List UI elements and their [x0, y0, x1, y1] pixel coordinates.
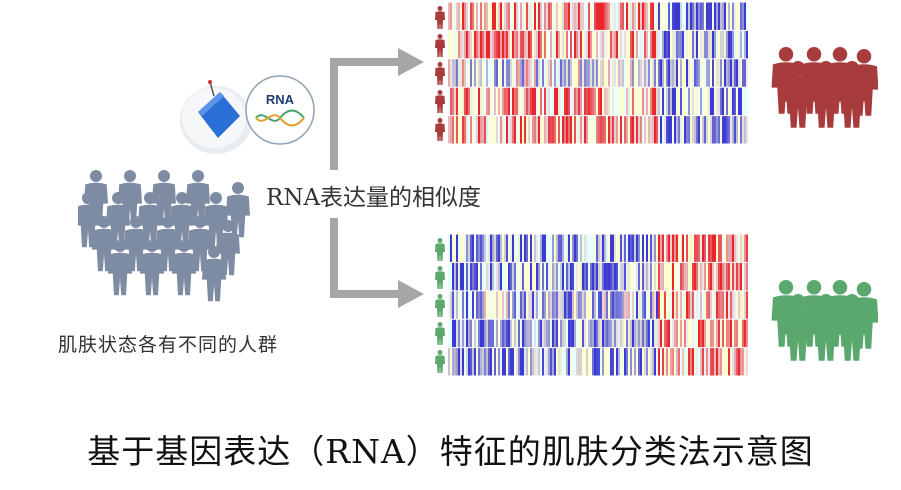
person-icon	[435, 34, 445, 57]
person-icon	[811, 294, 841, 361]
person-icon	[837, 61, 867, 128]
person-icon	[108, 240, 132, 296]
person-icon	[435, 90, 445, 113]
people-crowd-icon	[78, 170, 250, 302]
person-icon	[837, 294, 867, 361]
person-icon	[435, 238, 445, 261]
people-group-icon	[771, 47, 878, 128]
person-icon	[435, 350, 445, 373]
heatmap-bottom	[448, 234, 748, 376]
person-icon	[783, 61, 813, 128]
person-icon	[202, 246, 226, 302]
person-icon	[811, 61, 841, 128]
person-icon	[435, 62, 445, 85]
dna-helix-icon: RNA	[245, 75, 315, 145]
person-icon	[783, 294, 813, 361]
person-icons-bottom	[435, 238, 445, 373]
person-icon	[140, 240, 164, 296]
heatmap-top	[448, 2, 748, 144]
rna-similarity-label: RNA表达量的相似度	[266, 185, 482, 211]
rna-bubble-label: RNA	[266, 92, 295, 107]
people-group-icon	[771, 280, 878, 361]
person-icon	[435, 322, 445, 345]
person-icon	[435, 266, 445, 289]
sample-vial-icon	[180, 80, 252, 154]
person-icon	[435, 6, 445, 29]
figure-title: 基于基因表达（RNA）特征的肌肤分类法示意图	[87, 432, 814, 471]
person-icon	[435, 294, 445, 317]
person-icon	[435, 118, 445, 141]
crowd-label: 肌肤状态各有不同的人群	[58, 334, 279, 356]
split-arrow-icon	[330, 48, 424, 308]
person-icon	[172, 240, 196, 296]
person-icons-top	[435, 6, 445, 141]
